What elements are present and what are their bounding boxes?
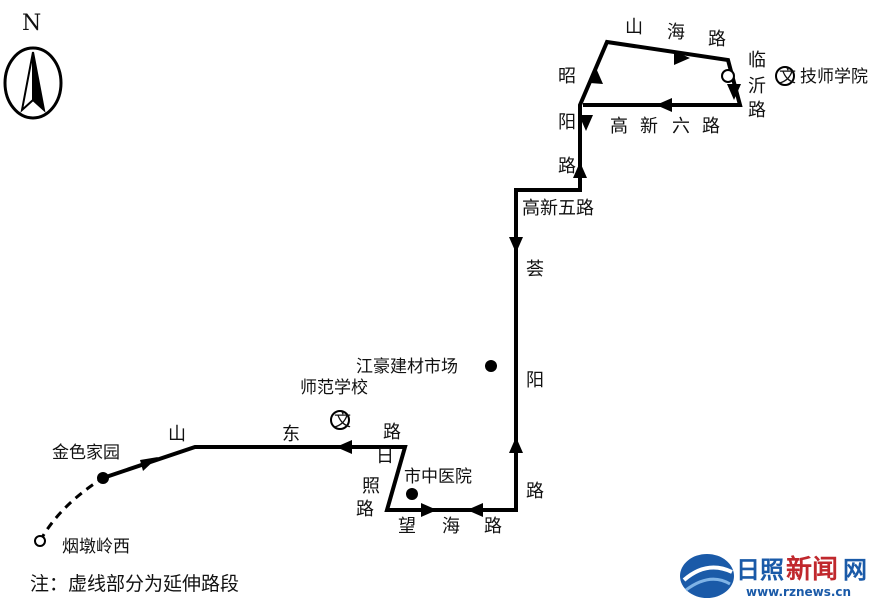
brand-name-c: 网 [843,556,867,584]
road-zhaoyang-char-2: 阳 [558,112,576,133]
arrow-zhaoyang-north [573,162,587,178]
compass-needle-left [20,51,34,113]
place-yandunling-xi: 烟墩岭西 [62,537,130,557]
road-wanghai-char-1: 望 [398,516,416,537]
stop-jianghao-jiancai [485,360,497,372]
stop-shizhong-yiyuan [406,488,418,500]
place-jinse-jiayuan: 金色家园 [52,443,120,463]
main-bus-route [102,39,743,512]
road-linyi-char-1: 临 [748,50,766,71]
road-shandong-char-1: 山 [168,424,186,445]
road-zhaoyang-char-3: 路 [558,156,576,177]
arrow-huiyang-north [509,437,523,453]
road-zhaoyang-char-1: 昭 [558,66,576,87]
road-shanhai-char-3: 路 [708,29,726,50]
place-jishi-xueyuan: 技师学院 [800,67,868,87]
brand-swoosh-icon [685,577,731,592]
stop-yandunling-xi [34,535,46,547]
compass-ring [3,46,63,120]
road-rizhao-char-2: 照 [362,476,380,497]
road-rizhao-char-3: 路 [356,499,374,520]
arrow-shandong-west [336,440,352,454]
road-shandong-char-2: 东 [282,424,300,445]
road-gaoxin6-char-1: 高 [610,116,628,137]
road-shandong-char-3: 路 [383,422,401,443]
arrow-wanghai-west [467,503,483,517]
road-wanghai-char-3: 路 [484,516,502,537]
road-huiyang-char-3: 路 [526,481,544,502]
brand-name-b: 新闻 [786,554,838,585]
brand-globe-icon [680,554,734,598]
school-symbol-text: 文 [334,411,351,431]
road-gaoxin6-char-3: 六 [672,116,690,137]
school-symbol-shifan: 文 [330,410,351,431]
arrow-linyi-south [727,84,741,100]
road-rizhao-label: 日 [376,446,394,467]
brand-url: www.rznews.cn [746,585,851,599]
arrow-wanghai-east [421,503,437,517]
arrow-shanhai-east [674,51,690,65]
brand-logo: 日照 新闻 网 www.rznews.cn [680,554,867,599]
arrow-gaoxin6-west [656,98,672,112]
road-linyi-char-3: 路 [748,100,766,121]
arrow-zhaoyang-south [579,115,593,131]
stop-jinse-jiayuan [97,472,109,484]
road-gaoxin5: 高新五路 [522,198,594,219]
stop-jishi-xueyuan [721,69,735,83]
arrow-zhaoyang-upper [590,68,603,84]
place-shifan-xuexiao: 师范学校 [300,378,368,398]
road-wanghai-char-2: 海 [442,516,460,537]
road-shanhai-char-2: 海 [667,22,685,43]
school-symbol-text: 文 [779,67,796,87]
brand-name-a: 日照 [736,556,784,584]
road-linyi-char-2: 沂 [748,76,766,97]
north-label: N [22,11,41,36]
arrow-shandong-east [140,457,158,471]
compass-needle-right [32,51,46,113]
road-gaoxin6-char-2: 新 [640,116,658,137]
road-huiyang-char-1: 荟 [526,259,544,280]
map-note: 注：虚线部分为延伸路段 [30,573,239,595]
arrow-huiyang-south [509,237,523,253]
school-symbol-jishi: 文 [775,66,796,87]
extension-dashed-route [38,476,104,542]
place-jianghao-jiancai: 江豪建材市场 [356,356,458,377]
compass: N [3,11,63,120]
brand-swoosh-icon [682,565,733,582]
road-shanhai-char-1: 山 [625,17,643,38]
road-gaoxin6-char-4: 路 [702,116,720,137]
road-rizhao-char-1: 日 [376,446,394,467]
road-huiyang-char-2: 阳 [526,370,544,391]
place-shizhong-yiyuan: 市中医院 [404,467,472,487]
